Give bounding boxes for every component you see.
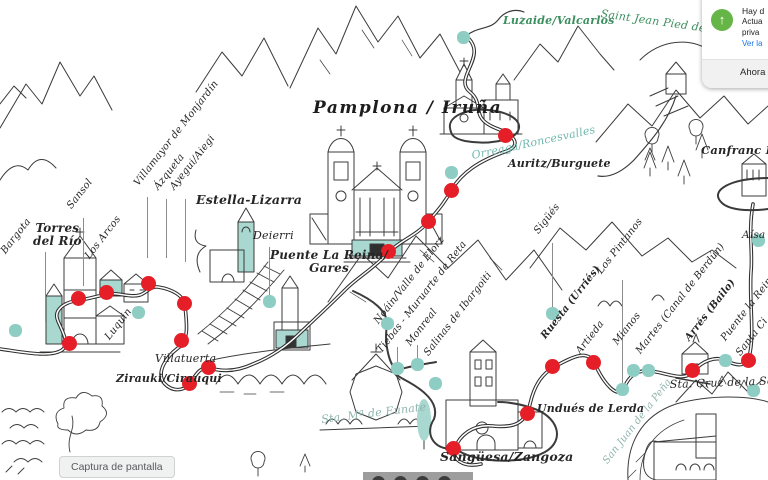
stage-dot-red: [740, 352, 756, 368]
map-label-canfranc: Canfranc E: [701, 143, 768, 157]
stage-dot-teal: [131, 305, 145, 319]
stage-dot-teal: [545, 306, 559, 320]
stage-dot-teal: [428, 376, 442, 390]
stage-dot-red: [61, 335, 77, 351]
stage-dot-teal: [8, 323, 22, 337]
browser-update-notification[interactable]: ↑ Hay d Actua priva Ver la Ahora: [702, 0, 768, 88]
stage-dot-teal: [718, 353, 732, 367]
mountains-top-center: [195, 5, 461, 93]
notification-line2: Actua: [742, 17, 763, 27]
page-dot[interactable]: [416, 476, 429, 480]
page-dot[interactable]: [372, 476, 385, 480]
stage-dot-red: [443, 182, 459, 198]
stage-dot-teal: [456, 30, 470, 44]
map-label-undues-de-lerda: Undués de Lerda: [537, 402, 645, 415]
map-label-torres-del-rio: Torres del Río: [33, 221, 82, 248]
update-arrow-icon: ↑: [711, 9, 733, 31]
notification-line1: Hay d: [742, 6, 765, 16]
map-label-luzaide-valcarlos: Luzaide/Valcarlos: [503, 14, 615, 27]
page-dots-bar[interactable]: [363, 472, 473, 480]
stage-dot-teal: [262, 294, 276, 308]
stage-dot-red: [70, 290, 86, 306]
stage-dot-teal: [444, 165, 458, 179]
label-leader-line: [417, 345, 418, 360]
stage-dot-red: [420, 213, 436, 229]
mountains-top-right: [513, 25, 768, 143]
label-leader-line: [552, 243, 553, 308]
stage-dot-red: [176, 295, 192, 311]
label-leader-line: [45, 252, 46, 322]
map-label-villatuerta: Villatuerta: [155, 352, 217, 365]
notification-now-button[interactable]: Ahora: [740, 67, 766, 78]
stage-dot-teal: [380, 316, 394, 330]
canfranc-station-illustration: [741, 153, 767, 197]
stage-dot-red: [585, 354, 601, 370]
label-leader-line: [166, 199, 167, 258]
stage-dot-teal: [390, 361, 404, 375]
map-label-pamplona: Pamplona / Iruña: [313, 98, 503, 118]
notification-footer: Ahora: [702, 59, 768, 88]
map-label-aisa: Aísa: [742, 229, 766, 241]
map-label-puente-la-reina-gares: Puente La Reina/ Gares: [270, 248, 389, 275]
map-label-estella-lizarra: Estella-Lizarra: [196, 192, 303, 207]
stage-dot-teal: [626, 363, 640, 377]
label-leader-line: [397, 347, 398, 363]
stage-dot-teal: [410, 357, 424, 371]
roncesvalles-church-illustration: [439, 57, 523, 135]
label-leader-line: [147, 197, 148, 258]
notification-body: ↑ Hay d Actua priva Ver la: [702, 0, 768, 60]
label-leader-line: [622, 280, 623, 383]
pine-trees: [643, 118, 709, 185]
stage-dot-red: [497, 127, 513, 143]
stage-dot-red: [140, 275, 156, 291]
label-leader-line: [185, 199, 186, 262]
stage-dot-red: [544, 358, 560, 374]
map-label-sanguesa-zangoza: Sangüesa/Zangoza: [440, 449, 574, 464]
page-dot[interactable]: [438, 476, 451, 480]
notification-privacy-link[interactable]: Ver la: [742, 39, 763, 49]
stage-dot-red: [181, 375, 197, 391]
stage-dot-red: [445, 440, 461, 456]
vineyard-illustration: [1, 392, 311, 477]
stage-dot-teal: [746, 383, 760, 397]
stage-dot-teal: [641, 363, 655, 377]
notification-text: Hay d Actua priva Ver la: [742, 6, 764, 50]
eunate-church-illustration: [319, 343, 431, 431]
saint-jean-illustration: [597, 41, 713, 177]
mountains-middle: [327, 221, 737, 307]
sanguesa-church-illustration: [417, 339, 543, 451]
screenshot-button[interactable]: Captura de pantalla: [59, 456, 175, 478]
notification-line3: priva: [742, 28, 760, 38]
map-label-deierri: Deierri: [253, 229, 294, 242]
stage-dot-teal: [751, 233, 765, 247]
stage-dot-red: [380, 243, 396, 259]
stage-dot-teal: [615, 382, 629, 396]
mountains-top-left: [0, 61, 113, 181]
page-dot[interactable]: [394, 476, 407, 480]
estella-church-illustration: [194, 207, 255, 283]
label-leader-line: [83, 218, 84, 286]
stairs-path-illustration: [197, 261, 285, 345]
map-label-auritz-burguete: Auritz/Burguete: [508, 157, 611, 170]
bridge-illustration: [211, 343, 331, 395]
map-label-zirauki-cirauqui: Zirauki/Cirauqui: [116, 372, 222, 385]
stage-dot-red: [519, 405, 535, 421]
stage-dot-red: [684, 362, 700, 378]
label-leader-line: [269, 247, 270, 296]
stage-dot-red: [173, 332, 189, 348]
stage-dot-red: [200, 359, 216, 375]
stage-dot-red: [98, 284, 114, 300]
